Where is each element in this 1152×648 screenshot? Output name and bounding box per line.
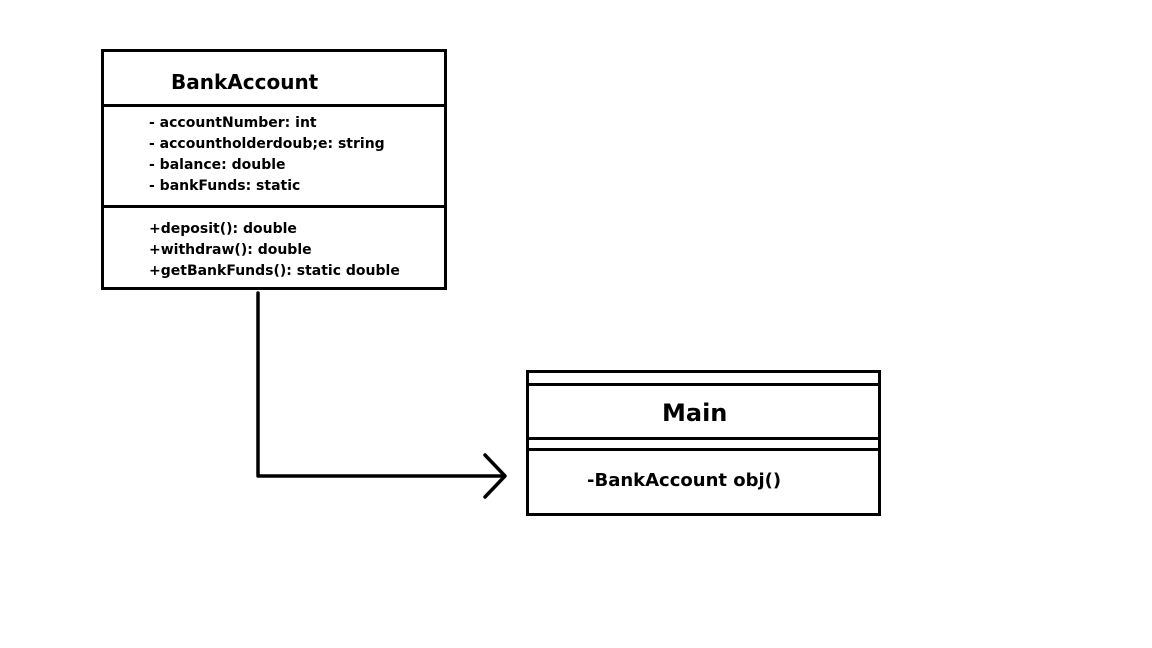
class-bank-account: BankAccount - accountNumber: int - accou… [101, 49, 447, 290]
open-arrowhead-icon [483, 453, 507, 499]
class-divider-name-lower [526, 448, 881, 451]
class-divider-name-upper [526, 437, 881, 440]
class-name-main: Main [662, 399, 728, 427]
member-bank-account-obj: -BankAccount obj() [587, 470, 782, 491]
class-divider-name [101, 104, 447, 107]
attribute-list: - accountNumber: int - accountholderdoub… [149, 113, 385, 197]
attribute-balance: - balance: double [149, 157, 286, 173]
class-main: Main -BankAccount obj() [526, 370, 881, 516]
operation-list: +deposit(): double +withdraw(): double +… [149, 219, 400, 282]
operation-withdraw: +withdraw(): double [149, 242, 312, 258]
attribute-account-holder: - accountholderdoub;e: string [149, 136, 385, 152]
attribute-bank-funds: - bankFunds: static [149, 178, 301, 194]
class-divider-attributes [101, 205, 447, 208]
class-name-bank-account: BankAccount [171, 70, 319, 94]
operation-deposit: +deposit(): double [149, 221, 297, 237]
class-divider-top [526, 383, 881, 386]
operation-get-bank-funds: +getBankFunds(): static double [149, 263, 400, 279]
association-line [256, 291, 506, 478]
attribute-account-number: - accountNumber: int [149, 115, 317, 131]
